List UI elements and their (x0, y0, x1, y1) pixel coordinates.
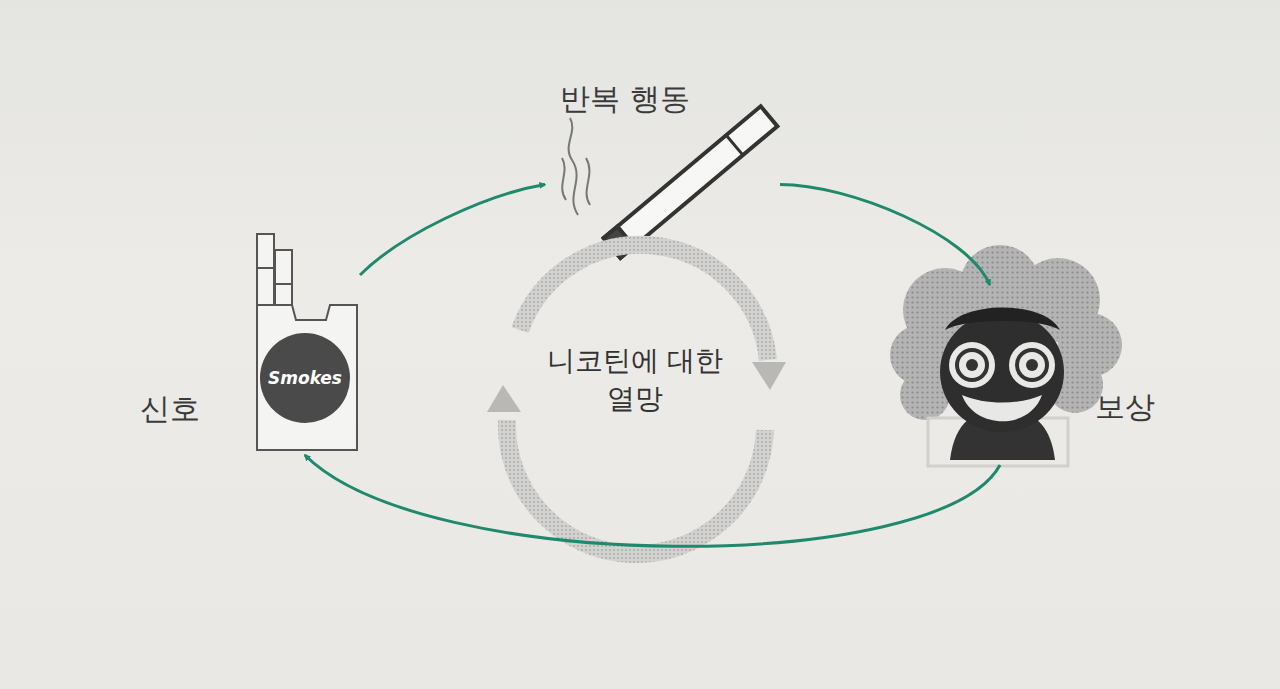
node-label: 반복 행동 (560, 80, 690, 118)
node-label: 보상 (1095, 388, 1155, 426)
pack-brand: Smokes (268, 368, 342, 388)
reward-node: 보상 (890, 285, 1175, 465)
craving-circle: 니코틴에 대한 열망 (505, 255, 765, 515)
cigarette-pack (257, 234, 357, 450)
flow-arrow (305, 455, 1000, 546)
node-label: 신호 (140, 390, 200, 428)
happy-face (890, 245, 1122, 466)
cue-node: 신호 (130, 230, 360, 455)
flow-arrow (780, 185, 990, 286)
craving-ring (487, 245, 786, 554)
node-label: 니코틴에 대한 열망 (540, 342, 730, 418)
cigarette (604, 106, 778, 258)
flow-arrow (360, 185, 545, 276)
smoke (562, 118, 590, 215)
routine-node: 반복 행동 (545, 80, 780, 270)
